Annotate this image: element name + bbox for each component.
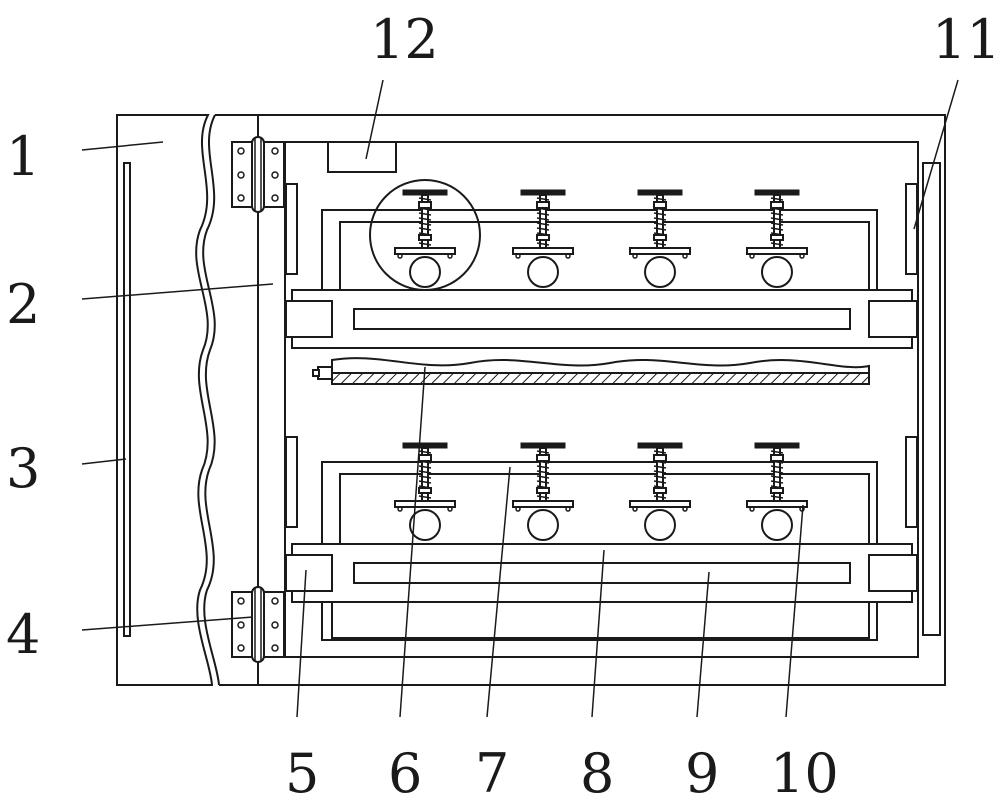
screw-clamp: [512, 442, 574, 541]
screw-clamp: [746, 442, 808, 541]
screw-clamp: [394, 442, 456, 541]
label-7: 7: [475, 742, 509, 804]
label-1: 1: [6, 125, 40, 188]
detail-circle: [369, 179, 481, 291]
screw-clamp: [629, 189, 691, 288]
guide-slot-right-bottom: [905, 436, 918, 528]
wave-plate: [312, 357, 870, 385]
guide-slot-right-top: [905, 183, 918, 275]
cabinet-body-left: [116, 114, 220, 686]
side-strip: [123, 162, 131, 637]
top-box: [327, 141, 397, 173]
screw-clamps: [394, 189, 808, 541]
label-3: 3: [6, 437, 40, 500]
leader-lines: [81, 79, 959, 718]
label-10: 10: [770, 742, 839, 804]
label-2: 2: [6, 273, 40, 336]
label-6: 6: [388, 742, 422, 804]
hinge-bottom: [231, 586, 285, 663]
hinge-top: [231, 136, 285, 213]
label-8: 8: [580, 742, 614, 804]
upper-tray: [285, 209, 918, 349]
label-9: 9: [685, 742, 719, 804]
screw-clamp: [746, 189, 808, 288]
inner-frame: [284, 141, 919, 658]
screw-clamp: [512, 189, 574, 288]
label-4: 4: [6, 603, 40, 666]
right-rail: [922, 162, 941, 636]
guide-slot-left-bottom: [285, 436, 298, 528]
lower-tray: [285, 461, 918, 641]
label-12: 12: [370, 8, 439, 71]
guide-slot-left-top: [285, 183, 298, 275]
label-5: 5: [285, 742, 319, 804]
screw-clamp: [629, 442, 691, 541]
screw-clamp: [394, 189, 456, 288]
label-11: 11: [932, 8, 1000, 71]
